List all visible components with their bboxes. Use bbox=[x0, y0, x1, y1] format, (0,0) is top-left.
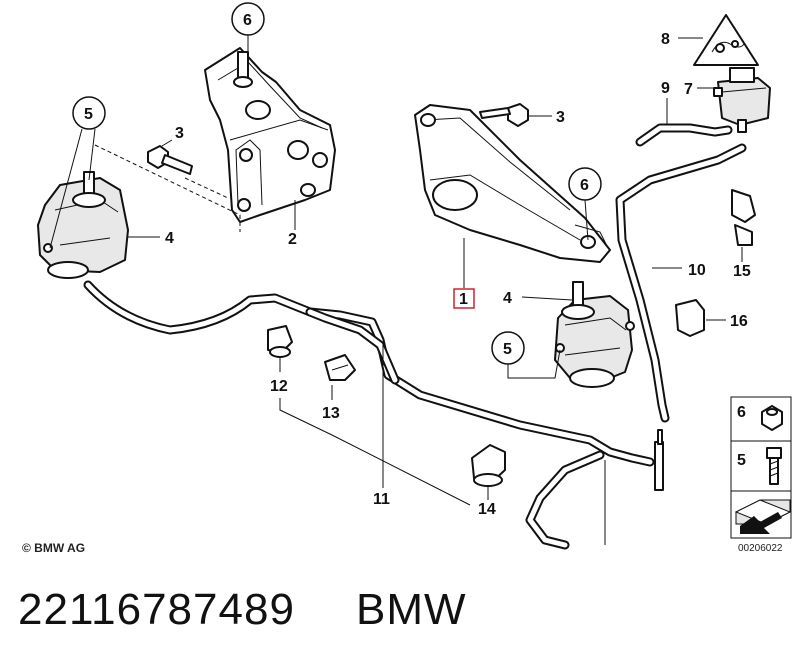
legend-nut-label: 6 bbox=[737, 404, 746, 421]
brand-caption: BMW bbox=[356, 585, 467, 634]
diagram-id: 00206022 bbox=[738, 543, 783, 554]
callout-7: 7 bbox=[684, 81, 693, 98]
dashed-guide-left bbox=[94, 144, 241, 232]
clip-15 bbox=[731, 189, 756, 246]
callout-circle-5-left bbox=[72, 96, 106, 130]
leader-5-right bbox=[507, 349, 561, 379]
callout-3-left: 3 bbox=[175, 125, 184, 142]
callout-6-right: 6 bbox=[580, 177, 589, 194]
callout-15: 15 bbox=[733, 263, 751, 280]
copyright-text: © BMW AG bbox=[22, 541, 86, 555]
vacuum-line-11 bbox=[83, 280, 664, 550]
engine-bracket-part-2 bbox=[204, 47, 336, 223]
callout-box-1-highlight bbox=[453, 288, 475, 309]
legend-panel: 6 5 bbox=[730, 396, 792, 539]
callout-2: 2 bbox=[288, 231, 297, 248]
callout-12: 12 bbox=[270, 378, 288, 395]
engine-mount-right bbox=[554, 281, 635, 388]
callout-4-left: 4 bbox=[165, 230, 174, 247]
vacuum-hose-9 bbox=[635, 123, 733, 147]
engine-mount-left bbox=[37, 171, 129, 279]
callout-14: 14 bbox=[478, 501, 496, 518]
engine-bracket-part-1 bbox=[414, 104, 611, 263]
leader-5-left-b bbox=[88, 128, 96, 181]
legend-bolt-label: 5 bbox=[737, 452, 746, 469]
leader-3-left bbox=[161, 139, 173, 147]
bolt-3-left bbox=[147, 145, 193, 175]
warning-symbol-8 bbox=[693, 14, 759, 66]
clip-12 bbox=[267, 325, 293, 358]
callout-1: 1 bbox=[459, 291, 468, 308]
clip-13 bbox=[324, 354, 356, 381]
callout-11: 11 bbox=[373, 491, 390, 508]
bolt-icon bbox=[766, 447, 782, 485]
nut-icon bbox=[761, 405, 783, 431]
callout-5-right: 5 bbox=[503, 341, 512, 358]
callout-13: 13 bbox=[322, 405, 340, 422]
leader-5-left-a bbox=[49, 128, 83, 249]
vacuum-hose-10 bbox=[615, 143, 747, 423]
callout-5-left: 5 bbox=[84, 106, 93, 123]
bolt-3-right bbox=[479, 103, 529, 127]
callout-4-right: 4 bbox=[503, 290, 512, 307]
callout-6-top: 6 bbox=[243, 12, 252, 29]
callout-16: 16 bbox=[730, 313, 748, 330]
callout-10: 10 bbox=[688, 262, 706, 279]
part-number-caption: 22116787489 bbox=[18, 585, 295, 634]
leader-6-right bbox=[584, 199, 589, 241]
dashed-guide-bolt bbox=[184, 177, 229, 199]
callout-8: 8 bbox=[661, 31, 670, 48]
leader-4-right bbox=[521, 296, 573, 301]
clip-14 bbox=[471, 444, 506, 487]
solenoid-valve-7 bbox=[713, 67, 771, 133]
clip-16 bbox=[675, 299, 705, 337]
callout-3-right: 3 bbox=[556, 109, 565, 126]
reference-arrow-icon bbox=[734, 499, 792, 534]
bracket-12-13-14 bbox=[279, 398, 471, 506]
callout-9: 9 bbox=[661, 80, 670, 97]
